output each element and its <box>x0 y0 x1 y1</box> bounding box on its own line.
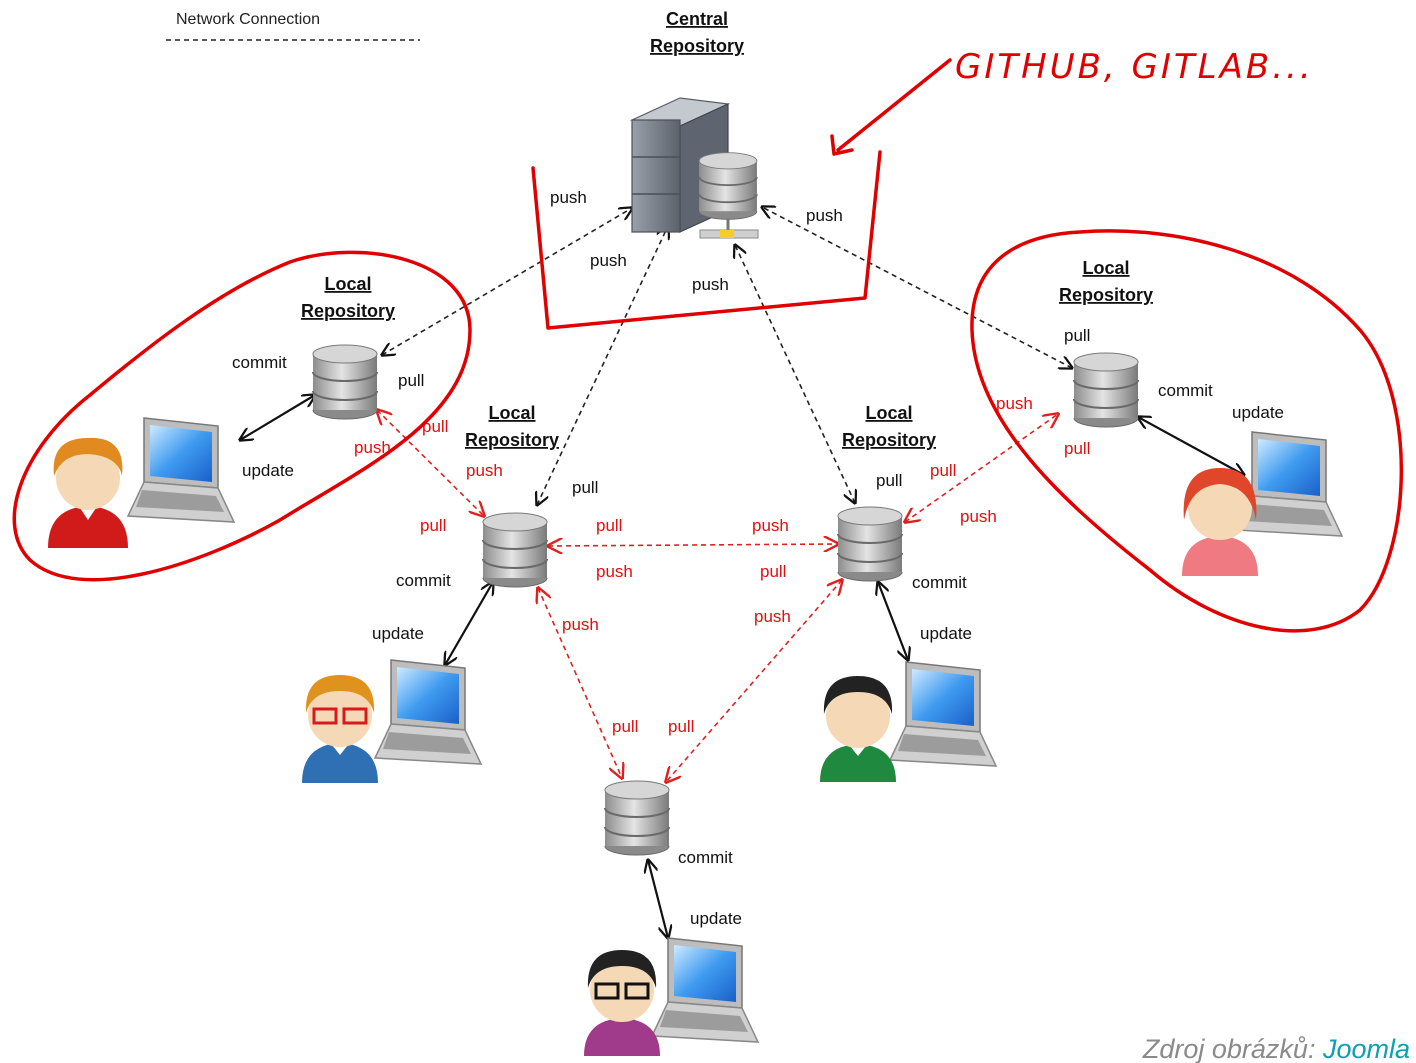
annotation-text: GITHUB, GITLAB... <box>955 47 1314 87</box>
local-title-line1: Local <box>488 403 535 423</box>
label-push-red: push <box>752 516 789 535</box>
legend-label: Network Connection <box>176 11 320 28</box>
local-repository-title-mid-left: Local Repository <box>465 403 559 450</box>
label-update: update <box>1232 403 1284 422</box>
image-credit: Zdroj obrázků: Joomla <box>1142 1034 1410 1063</box>
label-pull-red: pull <box>1064 439 1090 458</box>
label-push-red: push <box>562 615 599 634</box>
local-title-line1: Local <box>324 274 371 294</box>
commit-link-bottom <box>648 860 668 938</box>
label-pull-red: pull <box>422 417 448 436</box>
label-commit: commit <box>912 573 967 592</box>
peer-link-topleft-midleft <box>377 410 484 516</box>
central-server <box>629 97 759 239</box>
label-commit: commit <box>1158 381 1213 400</box>
laptop-icon <box>889 661 997 767</box>
label-push-red: push <box>754 607 791 626</box>
label-push-red: push <box>466 461 503 480</box>
peer-link-midright-topright <box>905 414 1058 522</box>
label-pull: pull <box>572 478 598 497</box>
network-link-top-right <box>762 207 1072 368</box>
local-title-line2: Repository <box>301 301 395 321</box>
label-pull-red: pull <box>612 717 638 736</box>
annotation-arrowhead <box>830 134 854 156</box>
local-title-line1: Local <box>1082 258 1129 278</box>
label-push: push <box>590 251 627 270</box>
central-bracket-annotation <box>531 150 882 330</box>
label-pull-red: pull <box>596 516 622 535</box>
hand-annotations: GITHUB, GITLAB... <box>12 47 1403 633</box>
network-connections <box>382 207 1072 505</box>
credit-link[interactable]: Joomla <box>1322 1034 1410 1063</box>
local-title-line1: Local <box>865 403 912 423</box>
circle-annotation-right <box>970 229 1403 633</box>
database-icon <box>312 344 378 420</box>
user-avatar-icon <box>584 950 660 1056</box>
credit-prefix: Zdroj obrázků: <box>1142 1034 1323 1063</box>
commit-update-links <box>240 395 1244 938</box>
label-push: push <box>550 188 587 207</box>
user-avatar-icon <box>302 675 378 783</box>
label-commit: commit <box>678 848 733 867</box>
label-update: update <box>920 624 972 643</box>
label-push: push <box>692 275 729 294</box>
database-icon <box>604 780 670 856</box>
legend: Network Connection <box>166 11 420 41</box>
network-link-top-left <box>382 208 632 355</box>
label-pull: pull <box>398 371 424 390</box>
user-avatar-icon <box>1182 468 1258 576</box>
label-pull: pull <box>1064 326 1090 345</box>
local-title-line2: Repository <box>1059 285 1153 305</box>
user-avatar-icon <box>820 676 896 782</box>
commit-link-mid-left <box>445 582 493 665</box>
label-update: update <box>372 624 424 643</box>
network-link-mid-right <box>735 245 855 503</box>
annotation-arrow-line <box>836 58 952 152</box>
database-icon <box>1073 352 1139 428</box>
central-title-line2: Repository <box>650 36 744 56</box>
peer-link-midleft-midright <box>548 544 838 546</box>
label-push: push <box>806 206 843 225</box>
label-commit: commit <box>396 571 451 590</box>
laptop-icon <box>651 937 759 1043</box>
peer-operation-labels: pull push push pull pull push push pull … <box>354 394 1090 736</box>
network-link-mid-left <box>537 226 668 505</box>
commit-link-top-right <box>1138 417 1244 475</box>
database-icon <box>482 512 548 588</box>
peer-link-midleft-bottom <box>538 588 622 778</box>
laptop-icon <box>374 659 482 765</box>
local-repository-title-top-left: Local Repository <box>301 274 395 321</box>
database-icon <box>837 506 903 582</box>
peer-connections <box>377 410 1058 782</box>
commit-link-top-left <box>240 395 315 440</box>
label-pull: pull <box>876 471 902 490</box>
label-push-red: push <box>960 507 997 526</box>
laptop-icon <box>1235 431 1343 537</box>
label-push-red: push <box>596 562 633 581</box>
label-commit: commit <box>232 353 287 372</box>
central-database-icon <box>698 151 759 239</box>
label-update: update <box>690 909 742 928</box>
label-pull-red: pull <box>420 516 446 535</box>
operation-labels: push push push push commit pull update p… <box>232 188 1284 928</box>
label-push-red: push <box>354 438 391 457</box>
circle-annotation-left <box>12 250 472 582</box>
local-title-line2: Repository <box>465 430 559 450</box>
central-repository-title: Central Repository <box>650 9 744 56</box>
local-repository-title-mid-right: Local Repository <box>842 403 936 450</box>
laptop-icon <box>127 417 235 523</box>
label-pull-red: pull <box>930 461 956 480</box>
label-update: update <box>242 461 294 480</box>
commit-link-mid-right <box>878 582 908 660</box>
central-title-line1: Central <box>666 9 728 29</box>
label-push-red: push <box>996 394 1033 413</box>
user-avatar-icon <box>48 437 128 548</box>
local-repository-title-top-right: Local Repository <box>1059 258 1153 305</box>
label-pull-red: pull <box>668 717 694 736</box>
label-pull-red: pull <box>760 562 786 581</box>
local-title-line2: Repository <box>842 430 936 450</box>
